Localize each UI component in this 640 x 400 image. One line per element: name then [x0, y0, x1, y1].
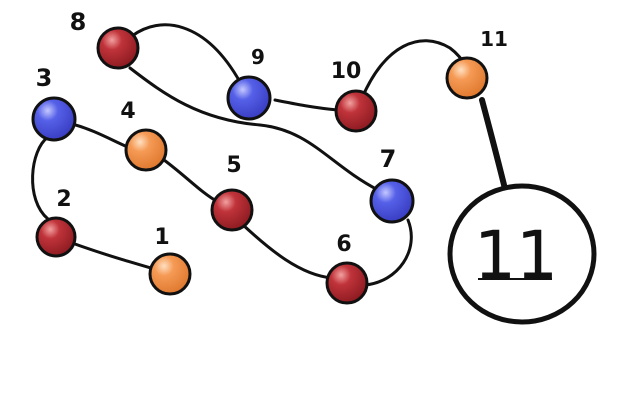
- edge-4-5: [158, 155, 220, 204]
- node-2: [35, 216, 77, 258]
- node-10-label: 10: [331, 59, 362, 84]
- node-7: [369, 178, 415, 224]
- result-label: 11: [474, 217, 558, 294]
- node-4-label: 4: [120, 99, 135, 124]
- node-7-label: 7: [380, 145, 397, 173]
- node-5: [210, 188, 254, 232]
- edge-9-10: [273, 98, 340, 112]
- edge-3-4: [70, 122, 132, 150]
- node-1: [148, 252, 192, 296]
- node-8-label: 8: [70, 8, 87, 36]
- node-1-label: 1: [154, 225, 169, 250]
- node-9-label: 9: [251, 45, 265, 69]
- node-11: [445, 56, 489, 100]
- edge-6-7: [363, 218, 413, 287]
- node-5-label: 5: [226, 153, 241, 178]
- node-10: [334, 89, 378, 133]
- node-8: [96, 26, 140, 70]
- node-3-label: 3: [36, 64, 53, 92]
- node-6-label: 6: [336, 232, 351, 257]
- edge-5-6: [240, 222, 334, 280]
- result-circle: [447, 183, 597, 325]
- node-11-label: 11: [480, 27, 508, 51]
- edge-11-result: [479, 97, 510, 200]
- edge-7-8: [128, 66, 380, 192]
- node-3: [31, 96, 77, 142]
- edge-2-3: [31, 135, 50, 221]
- edge-8-9: [130, 23, 242, 84]
- node-4: [124, 128, 168, 172]
- node-9: [226, 75, 272, 121]
- node-2-label: 2: [56, 187, 71, 212]
- node-6: [325, 261, 369, 305]
